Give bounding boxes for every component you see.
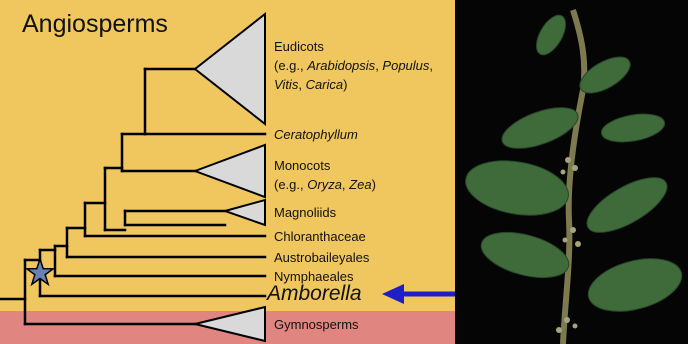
- arrow-left-icon: [382, 284, 404, 304]
- label-amborella: Amborella: [267, 282, 362, 306]
- leaf: [599, 110, 667, 147]
- label-monocots: Monocots (e.g., Oryza, Zea): [274, 156, 376, 194]
- stem: [563, 10, 584, 344]
- label-magnoliids: Magnoliids: [274, 203, 336, 222]
- label-austrobaileyales: Austrobaileyales: [274, 248, 369, 267]
- clade-triangle-gymnosperms: [195, 307, 265, 341]
- leaf: [582, 249, 687, 320]
- leaf: [476, 224, 573, 286]
- leaf: [579, 167, 675, 243]
- leaf: [461, 153, 572, 222]
- clade-triangle-monocots: [195, 145, 265, 197]
- amborella-photo: [455, 0, 688, 344]
- label-chloranthaceae: Chloranthaceae: [274, 227, 366, 246]
- label-gymnosperms: Gymnosperms: [274, 315, 359, 334]
- leaf: [530, 10, 571, 59]
- label-eudicots: Eudicots (e.g., Arabidopsis, Populus, Vi…: [274, 37, 433, 94]
- plant-illustration: [455, 0, 688, 344]
- figure-title: Angiosperms: [22, 10, 168, 39]
- label-ceratophyllum: Ceratophyllum: [274, 125, 358, 144]
- clade-triangle-magnoliids: [225, 200, 265, 225]
- tree-panel: Angiosperms Eudicots (e.g., Arabidopsis,…: [0, 0, 455, 344]
- clade-triangle-eudicots: [195, 14, 265, 124]
